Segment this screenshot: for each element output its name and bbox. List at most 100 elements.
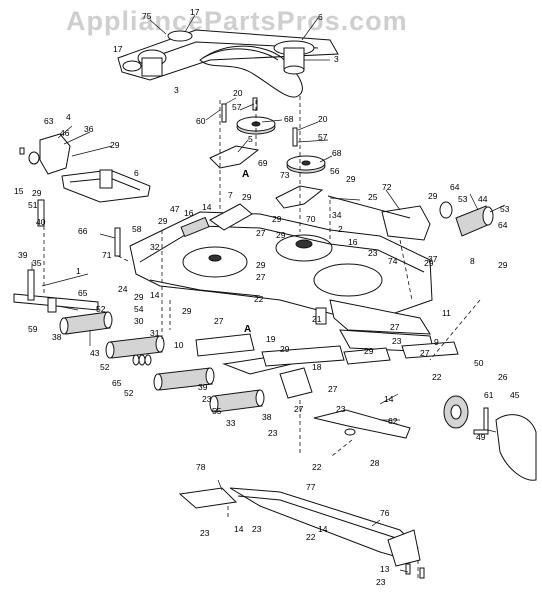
callout-label: 63 bbox=[44, 116, 54, 126]
callout-label: 23 bbox=[268, 428, 278, 438]
callout-label: 9 bbox=[434, 337, 439, 347]
callout-label: 1 bbox=[76, 266, 81, 276]
callout-label: 4 bbox=[66, 112, 71, 122]
callout-label: 61 bbox=[484, 390, 494, 400]
callout-label: 76 bbox=[380, 508, 390, 518]
callout-label: 22 bbox=[432, 372, 442, 382]
callout-label: 20 bbox=[233, 88, 243, 98]
callout-label: 38 bbox=[262, 412, 272, 422]
callout-label: 47 bbox=[170, 204, 180, 214]
callout-label: 29 bbox=[498, 260, 508, 270]
callout-label: 49 bbox=[476, 432, 486, 442]
callout-label: 71 bbox=[102, 250, 112, 260]
callout-label: 29 bbox=[424, 258, 434, 268]
callout-label: 52 bbox=[96, 304, 106, 314]
callout-label: 6 bbox=[318, 12, 323, 22]
callout-label: 29 bbox=[110, 140, 120, 150]
right-idler-assembly bbox=[327, 195, 494, 241]
callout-label: 29 bbox=[272, 214, 282, 224]
callout-label: 30 bbox=[134, 316, 144, 326]
callout-label: 43 bbox=[90, 348, 100, 358]
callout-label: 55 bbox=[212, 406, 222, 416]
callout-label: 62 bbox=[388, 416, 398, 426]
callout-label: 29 bbox=[182, 306, 192, 316]
callout-label: 22 bbox=[254, 294, 264, 304]
callout-label: 23 bbox=[252, 524, 262, 534]
rear-hanger-brackets bbox=[178, 487, 425, 579]
callout-label: 35 bbox=[32, 258, 42, 268]
callout-label: 68 bbox=[284, 114, 294, 124]
callout-label: 59 bbox=[28, 324, 38, 334]
callout-label: 7 bbox=[228, 190, 233, 200]
callout-label: 6 bbox=[134, 168, 139, 178]
callout-label: 66 bbox=[78, 226, 88, 236]
callout-label: 68 bbox=[332, 148, 342, 158]
callout-label: 19 bbox=[266, 334, 276, 344]
callout-label: 36 bbox=[84, 124, 94, 134]
callout-label: 25 bbox=[368, 192, 378, 202]
callout-label: 29 bbox=[256, 260, 266, 270]
callout-label: 5 bbox=[248, 134, 253, 144]
callout-label: 65 bbox=[112, 378, 122, 388]
callout-label: 27 bbox=[328, 384, 338, 394]
callout-label: A bbox=[244, 324, 251, 335]
callout-label: 2 bbox=[338, 224, 343, 234]
callout-label: 29 bbox=[158, 216, 168, 226]
callout-label: 29 bbox=[242, 192, 252, 202]
watermark-text: AppliancePartsPros.com bbox=[66, 6, 408, 36]
callout-label: 3 bbox=[334, 54, 339, 64]
callout-label: 27 bbox=[214, 316, 224, 326]
callout-label: 22 bbox=[306, 532, 316, 542]
callout-label: 45 bbox=[510, 390, 520, 400]
callout-label: 56 bbox=[330, 166, 340, 176]
callout-label: 29 bbox=[276, 230, 286, 240]
callout-label: 57 bbox=[318, 132, 328, 142]
callout-label: 17 bbox=[113, 44, 123, 54]
callout-label: 29 bbox=[134, 292, 144, 302]
callout-label: 77 bbox=[306, 482, 316, 492]
assembly-guide-lines bbox=[43, 96, 481, 578]
callout-label: 14 bbox=[384, 394, 394, 404]
callout-label: 27 bbox=[256, 228, 266, 238]
front-baffles bbox=[195, 333, 459, 399]
callout-label: 69 bbox=[258, 158, 268, 168]
callout-label: 37 bbox=[428, 254, 438, 264]
callout-label: 34 bbox=[332, 210, 342, 220]
callout-label: 58 bbox=[132, 224, 142, 234]
callout-label: 46 bbox=[60, 128, 70, 138]
callout-label: 53 bbox=[458, 194, 468, 204]
spindle-pulleys bbox=[209, 97, 326, 209]
callout-leaders bbox=[31, 14, 506, 573]
callout-label: 72 bbox=[382, 182, 392, 192]
callout-label: 39 bbox=[18, 250, 28, 260]
callout-label: 64 bbox=[498, 220, 508, 230]
callout-label: 27 bbox=[420, 348, 430, 358]
callout-label: 38 bbox=[52, 332, 62, 342]
callout-label: 23 bbox=[336, 404, 346, 414]
callout-label: 26 bbox=[498, 372, 508, 382]
left-bracket-assembly bbox=[19, 133, 151, 257]
callout-label: 39 bbox=[198, 382, 208, 392]
callout-label: 23 bbox=[200, 528, 210, 538]
callout-label: 15 bbox=[14, 186, 24, 196]
callout-label: 14 bbox=[318, 524, 328, 534]
callout-label: 78 bbox=[196, 462, 206, 472]
callout-label: 18 bbox=[312, 362, 322, 372]
callout-label: 60 bbox=[196, 116, 206, 126]
callout-label: 75 bbox=[142, 11, 152, 21]
callout-label: 14 bbox=[150, 290, 160, 300]
mower-deck bbox=[129, 203, 435, 353]
blade-and-wheel bbox=[313, 395, 537, 481]
callout-label: 44 bbox=[478, 194, 488, 204]
callout-label: 31 bbox=[150, 328, 160, 338]
callout-label: 22 bbox=[312, 462, 322, 472]
callout-label: 20 bbox=[318, 114, 328, 124]
callout-label: 32 bbox=[150, 242, 160, 252]
callout-label: 50 bbox=[474, 358, 484, 368]
callout-label: 27 bbox=[294, 404, 304, 414]
callout-label: 13 bbox=[380, 564, 390, 574]
callout-label: 29 bbox=[280, 344, 290, 354]
callout-label: 74 bbox=[388, 256, 398, 266]
